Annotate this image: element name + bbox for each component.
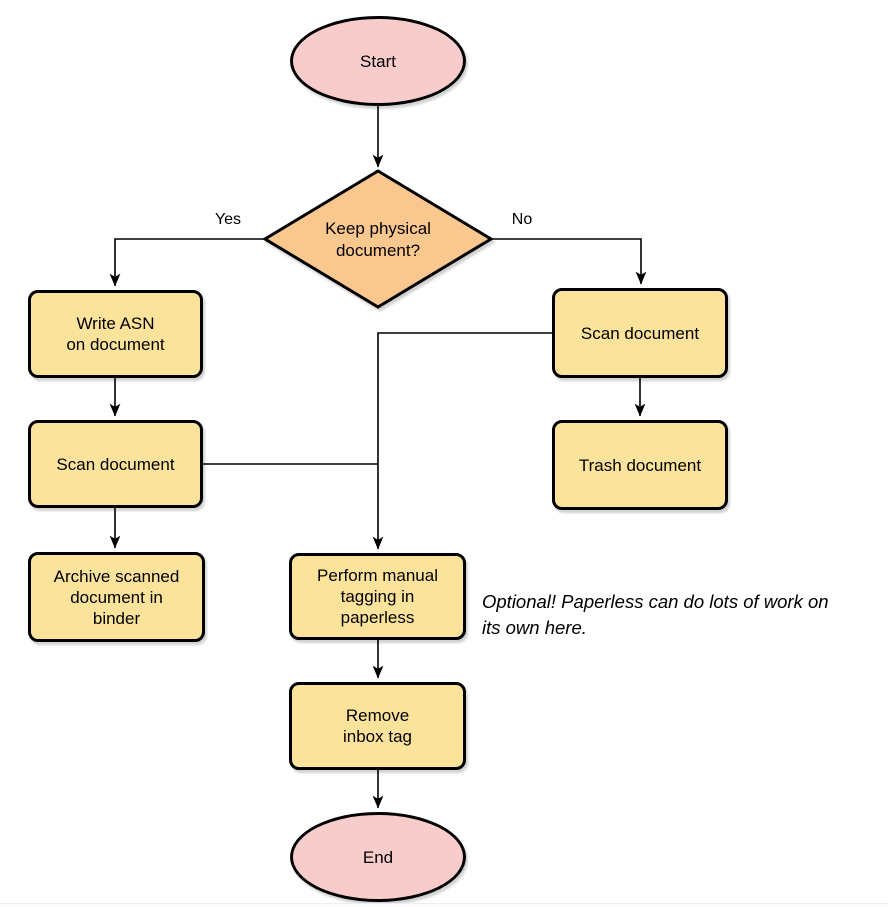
start-node: Start (290, 16, 466, 106)
end-node: End (290, 812, 466, 902)
decision-node-label: Keep physical document? (325, 219, 431, 260)
scan-document-left-node: Scan document (28, 420, 203, 508)
edge-decision-no-to-scan-arrow (490, 238, 647, 285)
page-bottom-margin (0, 904, 888, 907)
optional-annotation: Optional! Paperless can do lots of work … (482, 591, 829, 638)
edge-decision-yes-to-write-asn-arrow (109, 238, 266, 287)
write-asn-node: Write ASN on document (28, 290, 203, 378)
edge-label-yes: Yes (214, 211, 242, 228)
archive-document-node: Archive scanned document in binder (28, 552, 205, 642)
edge-label-no: No (511, 211, 533, 228)
manual-tagging-node: Perform manual tagging in paperless (289, 553, 466, 640)
trash-document-node: Trash document (552, 420, 728, 510)
decision-diamond-shape (262, 169, 494, 309)
scan-document-right-node: Scan document (552, 288, 728, 378)
page-bottom-divider (0, 903, 888, 904)
edge-scan-right-to-tagging-arrow (372, 332, 552, 550)
remove-inbox-tag-node: Remove inbox tag (289, 682, 466, 770)
